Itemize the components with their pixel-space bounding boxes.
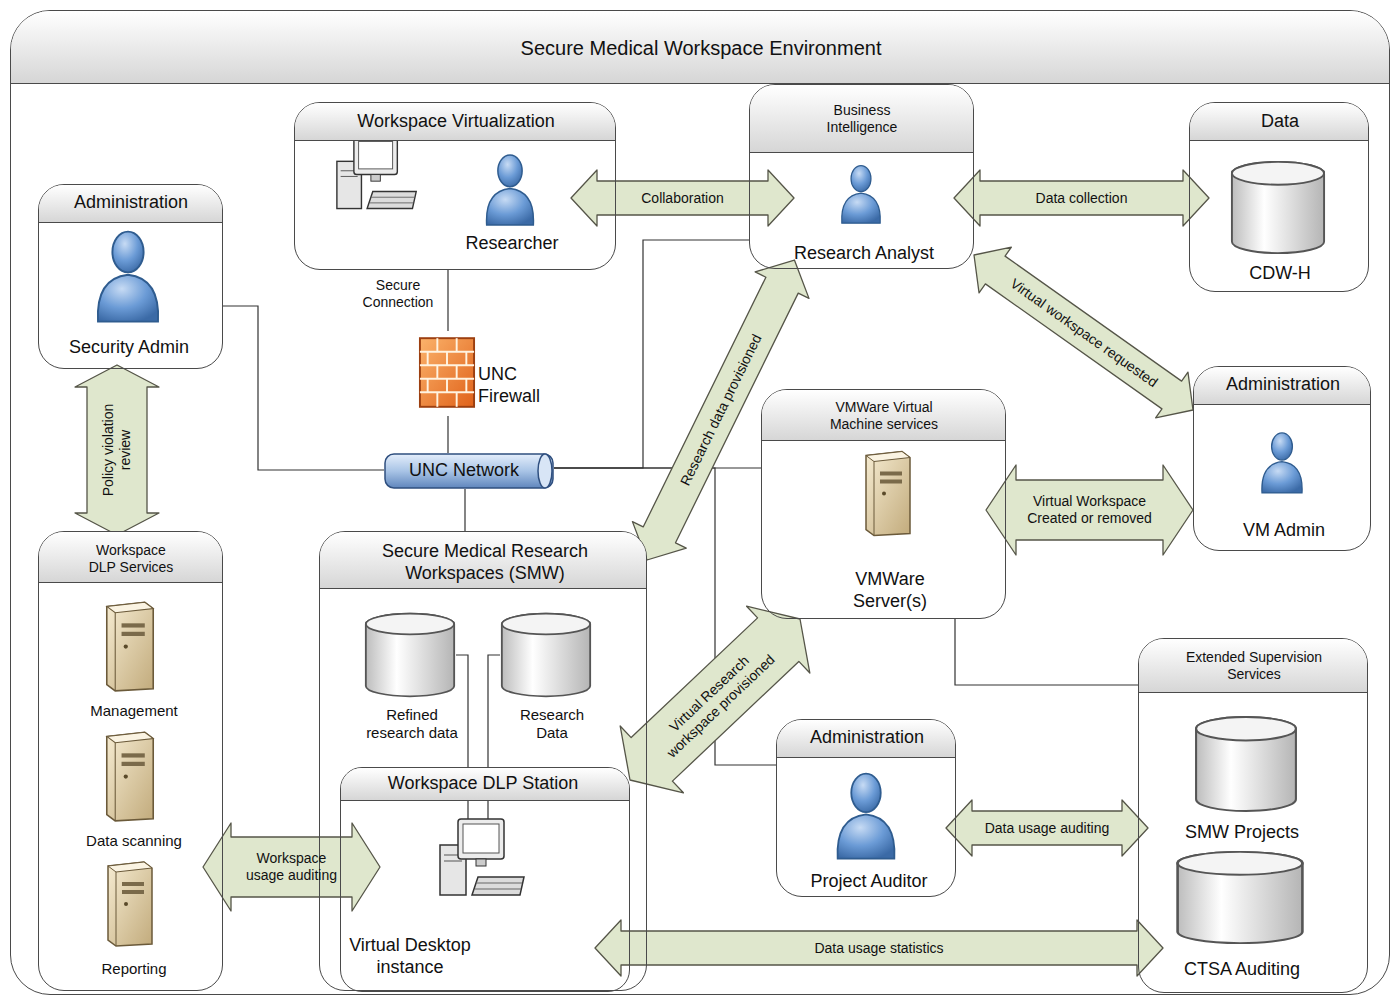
box-label: UNC Network: [394, 460, 534, 482]
box-heading: Administration: [46, 192, 216, 214]
box-label: Refined research data: [362, 706, 462, 742]
person-icon: [842, 166, 881, 224]
box-heading: Extended Supervision Services: [1184, 649, 1324, 683]
group-box: Administration VM Admin: [1193, 366, 1371, 551]
flow-arrow: [946, 800, 1148, 856]
flow-arrow: [974, 247, 1193, 418]
box-heading: Business Intelligence: [817, 102, 907, 136]
network-pipe: UNC Network: [384, 453, 554, 489]
group-box: Workspace VirtualizationResearcher: [294, 102, 616, 270]
arrow-label: Virtual workspace requested: [1007, 275, 1161, 391]
arrow-label: Workspace usage auditing: [242, 850, 342, 884]
box-heading: Workspace DLP Station: [353, 773, 613, 795]
box-label: Research Data: [512, 706, 592, 742]
box-label: Data scanning: [54, 832, 214, 850]
box-heading: VMWare Virtual Machine services: [824, 399, 944, 433]
group-box: Extended Supervision ServicesSMW Project…: [1138, 638, 1368, 993]
connection-note: Secure Connection: [353, 277, 443, 311]
network-link: [447, 270, 448, 331]
arrow-label: Virtual Workspace Created or removed: [1022, 493, 1157, 527]
box-label: Research Analyst: [779, 243, 949, 265]
network-link: [955, 619, 1138, 685]
firewall-node: UNC Firewall: [416, 331, 576, 416]
group-box: Secure Medical Workspace EnvironmentWork…: [10, 10, 1390, 995]
arrow-label: Policy violation review: [100, 393, 134, 508]
person-icon: [98, 232, 158, 322]
server-icon: [866, 452, 910, 536]
person-icon: [487, 155, 534, 225]
box-label: Project Auditor: [787, 871, 952, 893]
person-icon: [838, 774, 895, 859]
firewall-icon: [420, 338, 474, 407]
arrow-label: Data collection: [1036, 190, 1128, 207]
box-label: Security Admin: [44, 337, 214, 359]
group-box: VMWare Virtual Machine servicesVMWare Se…: [761, 389, 1006, 619]
header-strip: [762, 390, 1005, 441]
box-heading: Secure Medical Workspace Environment: [301, 36, 1101, 60]
arrow-label: Data usage statistics: [814, 940, 943, 957]
box-label: VMWare Server(s): [840, 569, 940, 612]
network-link: [447, 416, 448, 453]
server-icon: [107, 732, 153, 821]
flow-arrow: [571, 170, 794, 226]
flow-arrow: [954, 170, 1209, 226]
box-heading: Secure Medical Research Workspaces (SMW): [360, 541, 610, 584]
group-box: AdministrationProject Auditor: [776, 719, 956, 897]
flow-arrow: [620, 606, 810, 793]
group-box: AdministrationSecurity Admin: [38, 184, 223, 369]
network-link: [464, 489, 465, 531]
database-icon: [502, 614, 590, 697]
box-heading: Administration: [1201, 374, 1366, 396]
flow-arrow: [986, 465, 1193, 555]
group-box: Workspace DLP StationVirtual Desktop ins…: [340, 767, 630, 992]
computer-icon: [440, 819, 524, 895]
box-heading: Workspace Virtualization: [306, 111, 606, 133]
computer-icon: [337, 137, 416, 209]
box-label: SMW Projects: [1162, 822, 1322, 844]
server-icon: [108, 862, 152, 946]
arrow-label: Data usage auditing: [985, 820, 1110, 837]
person-icon: [1262, 433, 1302, 493]
server-icon: [107, 602, 153, 691]
flow-arrow: [203, 823, 380, 911]
box-label: Virtual Desktop instance: [340, 935, 480, 978]
database-icon: [1196, 717, 1296, 811]
box-label: UNC Firewall: [478, 364, 568, 407]
box-heading: Data: [1200, 111, 1360, 133]
flow-arrow: [595, 920, 1163, 976]
arrow-label: Virtual Research workspace provisioned: [649, 636, 781, 764]
database-icon: [1232, 162, 1324, 253]
box-heading: Workspace DLP Services: [86, 542, 176, 576]
flow-arrow: [75, 365, 159, 535]
box-heading: Administration: [785, 727, 950, 749]
group-box: Workspace DLP ServicesManagementData sca…: [38, 531, 223, 991]
database-icon: [366, 614, 454, 697]
group-box: DataCDW-H: [1189, 102, 1369, 292]
group-box: Secure Medical Research Workspaces (SMW)…: [319, 531, 647, 991]
box-label: Researcher: [452, 233, 572, 255]
box-label: CDW-H: [1200, 263, 1360, 285]
storage-wire: [456, 655, 500, 830]
group-box: Business IntelligenceResearch Analyst: [749, 84, 974, 269]
arrow-label: Collaboration: [641, 190, 724, 207]
arrow-label: Research data provisioned: [676, 332, 765, 489]
database-icon: [1178, 852, 1303, 943]
box-label: Management: [54, 702, 214, 720]
box-label: Reporting: [54, 960, 214, 978]
network-link: [223, 306, 384, 470]
box-label: CTSA Auditing: [1162, 959, 1322, 981]
box-label: VM Admin: [1204, 520, 1364, 542]
